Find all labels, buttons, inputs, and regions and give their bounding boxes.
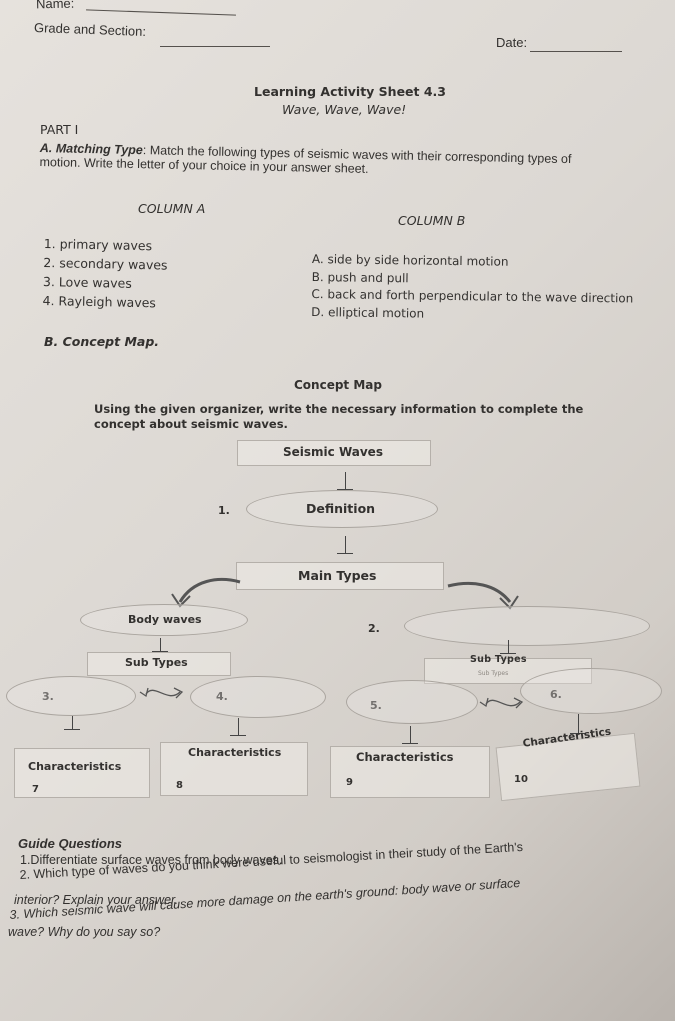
grade-section-blank — [160, 46, 270, 47]
grade-section-label: Grade and Section: — [33, 20, 147, 39]
blank-10-number: 10 — [514, 774, 528, 785]
seismic-waves-box — [237, 440, 431, 466]
column-b-list: A. side by side horizontal motion B. pus… — [311, 251, 634, 325]
concept-map-instructions: Using the given organizer, write the nec… — [94, 402, 583, 432]
name-label: Name: — [35, 0, 75, 12]
arrow-down-icon — [230, 718, 246, 736]
guide-questions-title: Guide Questions — [18, 836, 123, 851]
name-blank — [86, 9, 236, 16]
body-waves-label: Body waves — [128, 613, 202, 626]
definition-oval — [246, 490, 438, 528]
characteristics-3-label: Characteristics — [356, 750, 454, 764]
sub-types-right-label: Sub Types — [470, 654, 527, 665]
sheet-title: Learning Activity Sheet 4.3 — [254, 84, 447, 99]
column-b-title: COLUMN B — [398, 213, 466, 228]
column-a-item: 4. Rayleigh waves — [42, 292, 157, 311]
arrow-down-icon — [152, 638, 168, 652]
blank-7-number: 7 — [32, 784, 39, 795]
characteristics-1-box — [14, 748, 150, 798]
guide-question-2-line2: interior? Explain your answer. — [14, 893, 179, 907]
blank-9-number: 9 — [346, 777, 353, 788]
blank-2-oval — [404, 606, 650, 646]
sub-types-left-label: Sub Types — [125, 656, 188, 669]
column-a-list: 1. primary waves 2. secondary waves 3. L… — [42, 234, 168, 313]
date-blank — [530, 51, 622, 52]
part-heading: PART I — [40, 122, 79, 137]
arrow-down-icon — [570, 714, 586, 734]
blank-6-oval — [520, 668, 662, 714]
arrow-down-icon — [337, 536, 353, 554]
main-types-box — [236, 562, 444, 590]
double-arrow-icon — [139, 687, 184, 699]
characteristics-3-box — [330, 746, 490, 798]
main-types-label: Main Types — [298, 568, 377, 583]
definition-label: Definition — [306, 501, 376, 516]
concept-map-title: Concept Map — [294, 378, 382, 392]
blank-3-oval — [6, 676, 136, 716]
double-arrow-icon — [479, 697, 524, 709]
column-a-item: 1. primary waves — [43, 235, 153, 254]
seismic-waves-label: Seismic Waves — [283, 445, 383, 459]
blank-4-oval — [190, 676, 326, 718]
blank-1-number: 1. — [218, 504, 230, 517]
guide-question-3-line2: wave? Why do you say so? — [8, 925, 161, 939]
matching-instructions: A. Matching Type: Match the following ty… — [39, 141, 571, 180]
column-a-title: COLUMN A — [138, 201, 206, 216]
concept-map-instructions-line2: concept about seismic waves. — [94, 417, 288, 431]
sheet-subtitle: Wave, Wave, Wave! — [282, 102, 407, 117]
blank-5-oval — [346, 680, 478, 724]
sub-types-faint-label: Sub Types — [478, 670, 509, 677]
arrow-down-icon — [64, 716, 80, 730]
column-a-item: 3. Love waves — [42, 273, 132, 291]
guide-question-1: 1.Differentiate surface waves from body … — [20, 853, 283, 867]
characteristics-1-label: Characteristics — [28, 760, 122, 773]
column-a-item: 2. secondary waves — [43, 254, 168, 273]
arrow-down-icon — [402, 726, 418, 744]
concept-map-instructions-line1: Using the given organizer, write the nec… — [94, 402, 584, 416]
body-waves-oval — [80, 604, 248, 636]
characteristics-2-box — [160, 742, 308, 796]
date-label: Date: — [496, 35, 528, 50]
concept-map-label: B. Concept Map. — [44, 334, 160, 349]
sub-types-left-box — [87, 652, 231, 676]
characteristics-2-label: Characteristics — [188, 746, 282, 759]
arrow-down-icon — [500, 640, 516, 654]
arrow-down-icon — [337, 472, 353, 490]
blank-8-number: 8 — [176, 780, 183, 791]
blank-2-number: 2. — [368, 622, 380, 635]
